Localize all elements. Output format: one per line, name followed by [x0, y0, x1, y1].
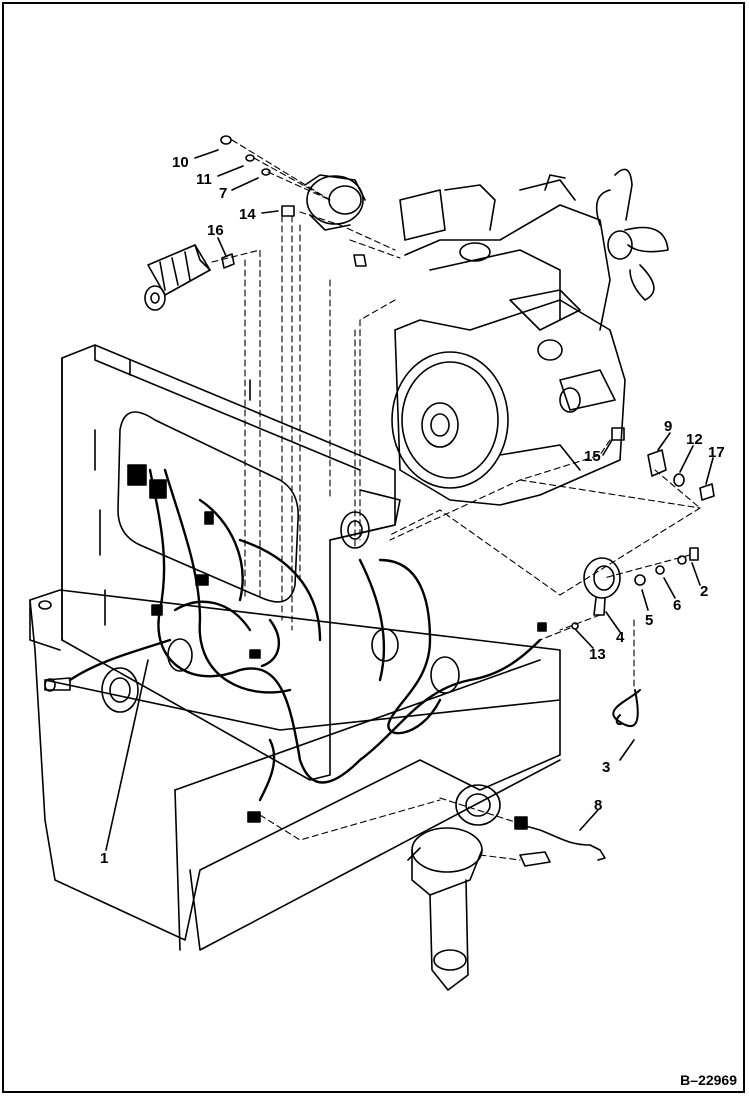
callout-11: 11 — [196, 171, 212, 188]
callout-leader-lines — [105, 149, 714, 851]
callout-2: 2 — [700, 583, 709, 600]
assembly-dashed-lines — [211, 139, 701, 861]
callout-5: 5 — [645, 612, 654, 629]
callout-8: 8 — [594, 797, 603, 814]
callout-16: 16 — [207, 222, 224, 239]
callout-13: 13 — [589, 646, 606, 663]
figure-id-label: B–22969 — [680, 1072, 737, 1088]
starter-motor — [144, 244, 211, 311]
callout-12: 12 — [686, 431, 703, 448]
callout-1: 1 — [100, 850, 109, 867]
harness-connectors — [127, 464, 547, 823]
callout-4: 4 — [616, 629, 625, 646]
horn — [583, 557, 621, 616]
ground-cable — [612, 689, 641, 728]
alternator — [304, 174, 366, 231]
callout-9: 9 — [664, 418, 673, 435]
callout-17: 17 — [708, 444, 725, 461]
engine — [391, 168, 669, 506]
callout-6: 6 — [673, 597, 682, 614]
callout-7: 7 — [219, 185, 228, 202]
callout-10: 10 — [172, 154, 189, 171]
engine-mount-frame — [29, 344, 561, 951]
sensor-wire — [514, 816, 606, 867]
wire-harness — [68, 468, 542, 802]
small-fittings — [220, 135, 715, 630]
callout-14: 14 — [239, 206, 256, 223]
callout-15: 15 — [584, 448, 601, 465]
fuel-filter-assembly — [407, 827, 483, 991]
callout-3: 3 — [602, 759, 611, 776]
